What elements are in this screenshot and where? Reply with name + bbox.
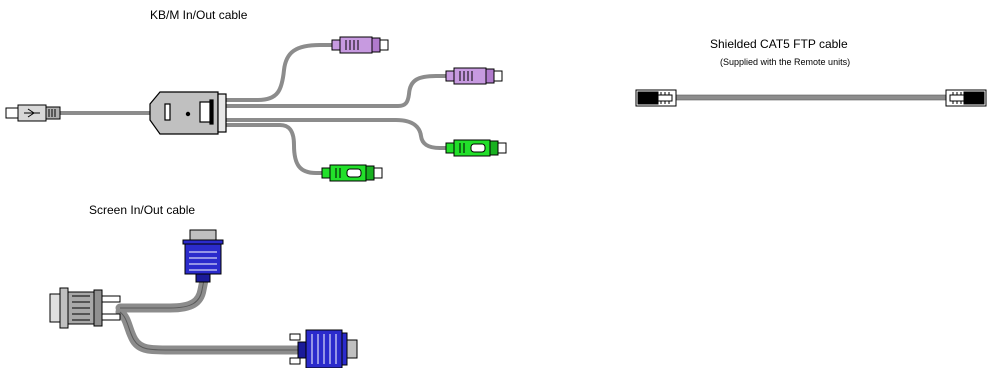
rj45-plug-icon [945,89,987,107]
vga-plug-icon [182,229,224,283]
ps2-plug-icon [321,164,383,182]
ps2-plug-icon [445,139,507,157]
kbm-cable-to-green-bottom [224,123,324,175]
usb-plug-icon [5,104,61,122]
kbm-cable [5,36,507,182]
screen-cable-caption: Screen In/Out cable [89,203,196,217]
cat5-cable-note: (Supplied with the Remote units) [720,57,851,67]
ps2-plug-icon [445,67,503,85]
kbm-cable-caption: KB/M In/Out cable [150,8,248,22]
ps2-plug-icon [331,36,389,54]
vga-plug-icon [49,287,121,329]
cat5-cable [635,89,987,107]
kbm-cable-to-purple-mid [224,74,448,108]
vga-plug-icon [289,329,358,368]
rj45-plug-icon [635,89,677,107]
kbm-cable-to-purple-top [224,43,334,102]
screen-cable-to-right-vga [115,307,303,355]
kbm-splitter-hub [149,91,227,135]
cat5-cable-line [675,94,947,101]
screen-cable-to-top-vga [115,275,209,313]
screen-cable [49,229,358,368]
cat5-cable-caption: Shielded CAT5 FTP cable [710,37,848,51]
kbm-cable-to-green-right [224,118,448,150]
